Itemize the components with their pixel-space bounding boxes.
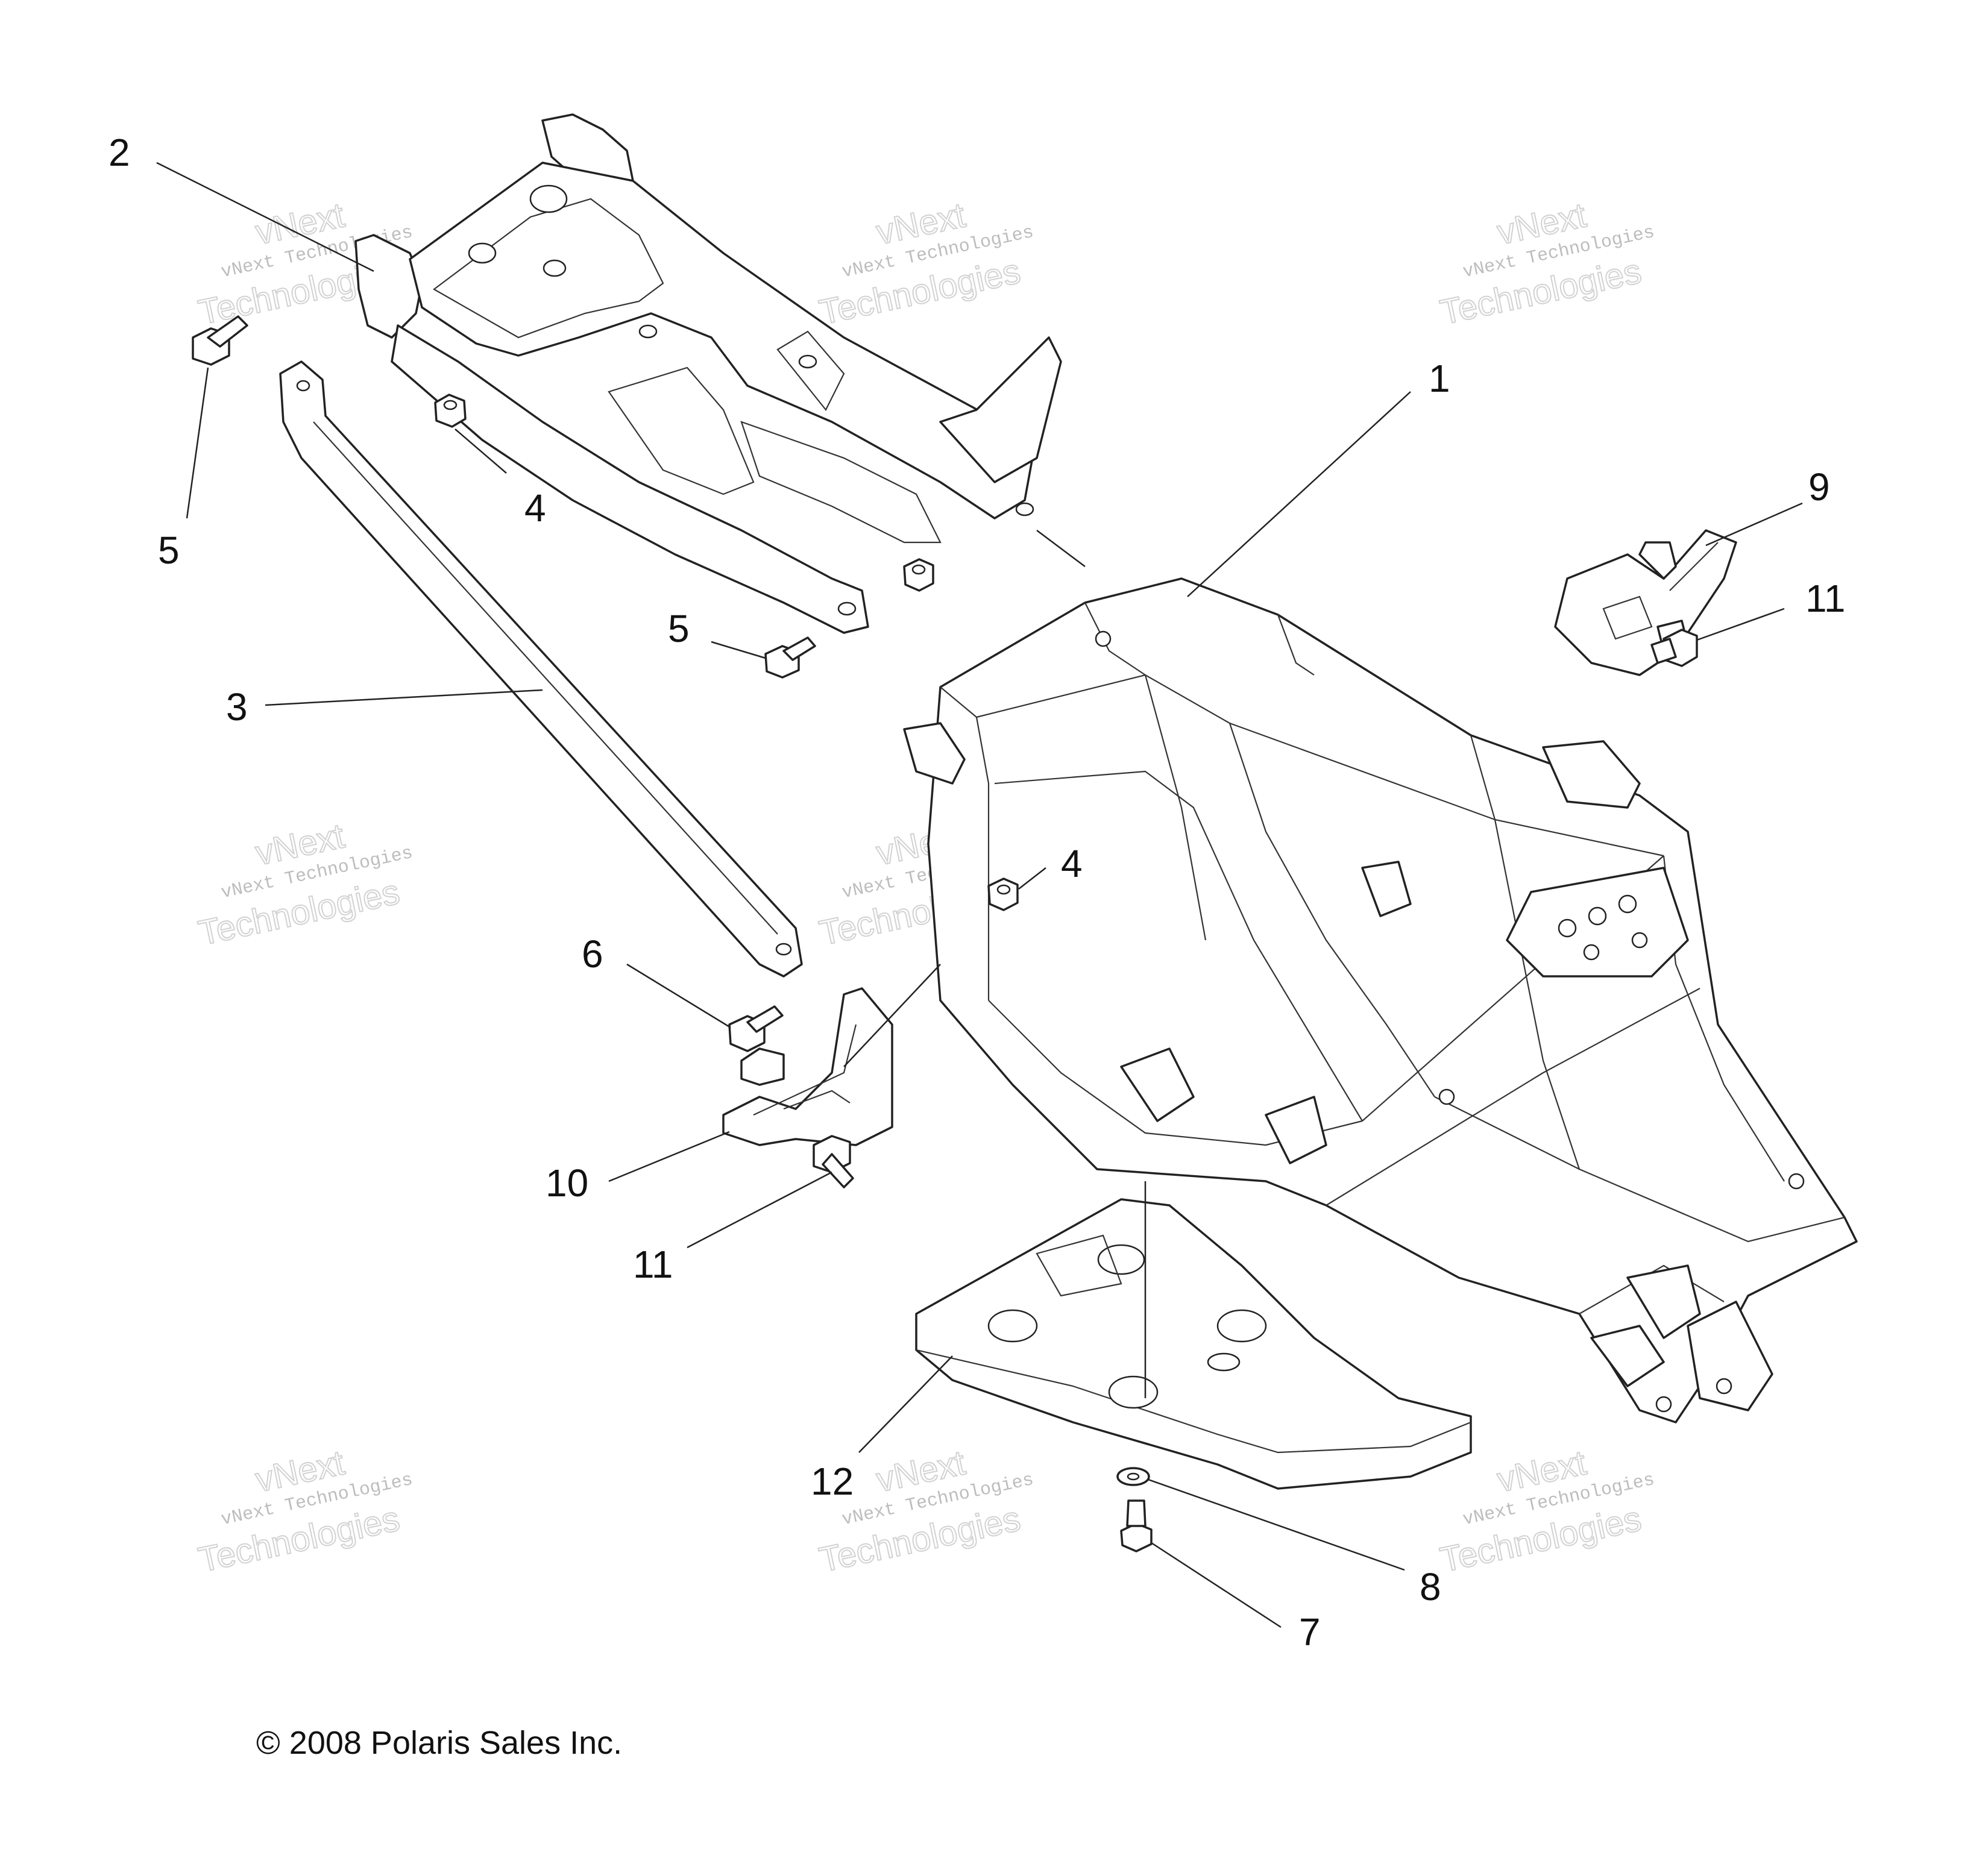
callout-label: 5 [158, 529, 180, 572]
fasteners [192, 315, 1698, 1552]
callout-label: 9 [1808, 465, 1830, 509]
leader-bracket-frame [843, 964, 941, 1067]
main-frame-part [903, 577, 1858, 1424]
watermark: vNext vNext Technologies Technologies [1436, 195, 1656, 333]
leader-subframe-frame [1036, 530, 1086, 567]
callout-label: 6 [582, 932, 603, 976]
leader-6 [626, 963, 731, 1029]
leader-lines [156, 162, 1803, 1628]
bolt-6 [728, 1005, 784, 1052]
leader-1 [1187, 391, 1411, 597]
leader-5-middle [711, 641, 766, 659]
skid-plate-part [915, 1198, 1472, 1490]
callout-label: 11 [633, 1243, 673, 1286]
nut-4-middle [987, 877, 1019, 911]
screw-7 [1120, 1499, 1153, 1552]
callout-label: 10 [546, 1161, 588, 1205]
callout-label: 5 [668, 607, 690, 650]
callout-label: 4 [524, 486, 546, 530]
nut-4-top [434, 394, 467, 428]
leader-4-top [455, 428, 507, 474]
callout-label: 12 [811, 1460, 854, 1503]
callout-label: 11 [1805, 577, 1845, 620]
callout-label: 1 [1429, 357, 1450, 400]
brace-rod-part [279, 360, 803, 978]
footrest-bracket-left-part [722, 987, 893, 1146]
callout-numbers: 1 2 3 4 4 5 5 6 7 8 9 10 11 11 12 [109, 131, 1845, 1654]
watermark: vNext vNext Technologies Technologies [816, 1442, 1036, 1580]
watermark: vNext vNext Technologies Technologies [195, 1442, 415, 1580]
leader-11-left [687, 1171, 832, 1249]
footrest-bracket-right-part [1554, 529, 1737, 676]
callout-label: 8 [1420, 1565, 1441, 1609]
watermark: vNext vNext Technologies Technologies [195, 815, 415, 953]
callout-label: 4 [1061, 842, 1083, 885]
leader-12 [858, 1355, 953, 1453]
rear-subframe-part [354, 113, 1062, 634]
callout-label: 7 [1299, 1610, 1321, 1654]
leader-5-top-left [186, 367, 209, 519]
bolt-5-top-left [192, 315, 248, 366]
nut-subframe-end [903, 558, 934, 592]
bolt-11-left [813, 1135, 854, 1188]
watermark: vNext vNext Technologies Technologies [816, 195, 1036, 333]
leader-11-right [1696, 607, 1785, 641]
callout-label: 3 [226, 685, 248, 729]
leader-4-middle [1018, 867, 1046, 890]
bolt-11-right [1650, 629, 1698, 667]
leader-8 [1148, 1478, 1405, 1571]
leader-2 [156, 162, 374, 272]
leader-7 [1151, 1542, 1282, 1628]
washer-8 [1116, 1467, 1150, 1486]
leader-10 [608, 1131, 730, 1182]
callout-label: 2 [109, 131, 130, 174]
copyright-text: © 2008 Polaris Sales Inc. [256, 1725, 622, 1761]
leader-3 [265, 689, 543, 706]
bolt-5-middle [764, 636, 816, 679]
leader-9 [1705, 502, 1803, 547]
